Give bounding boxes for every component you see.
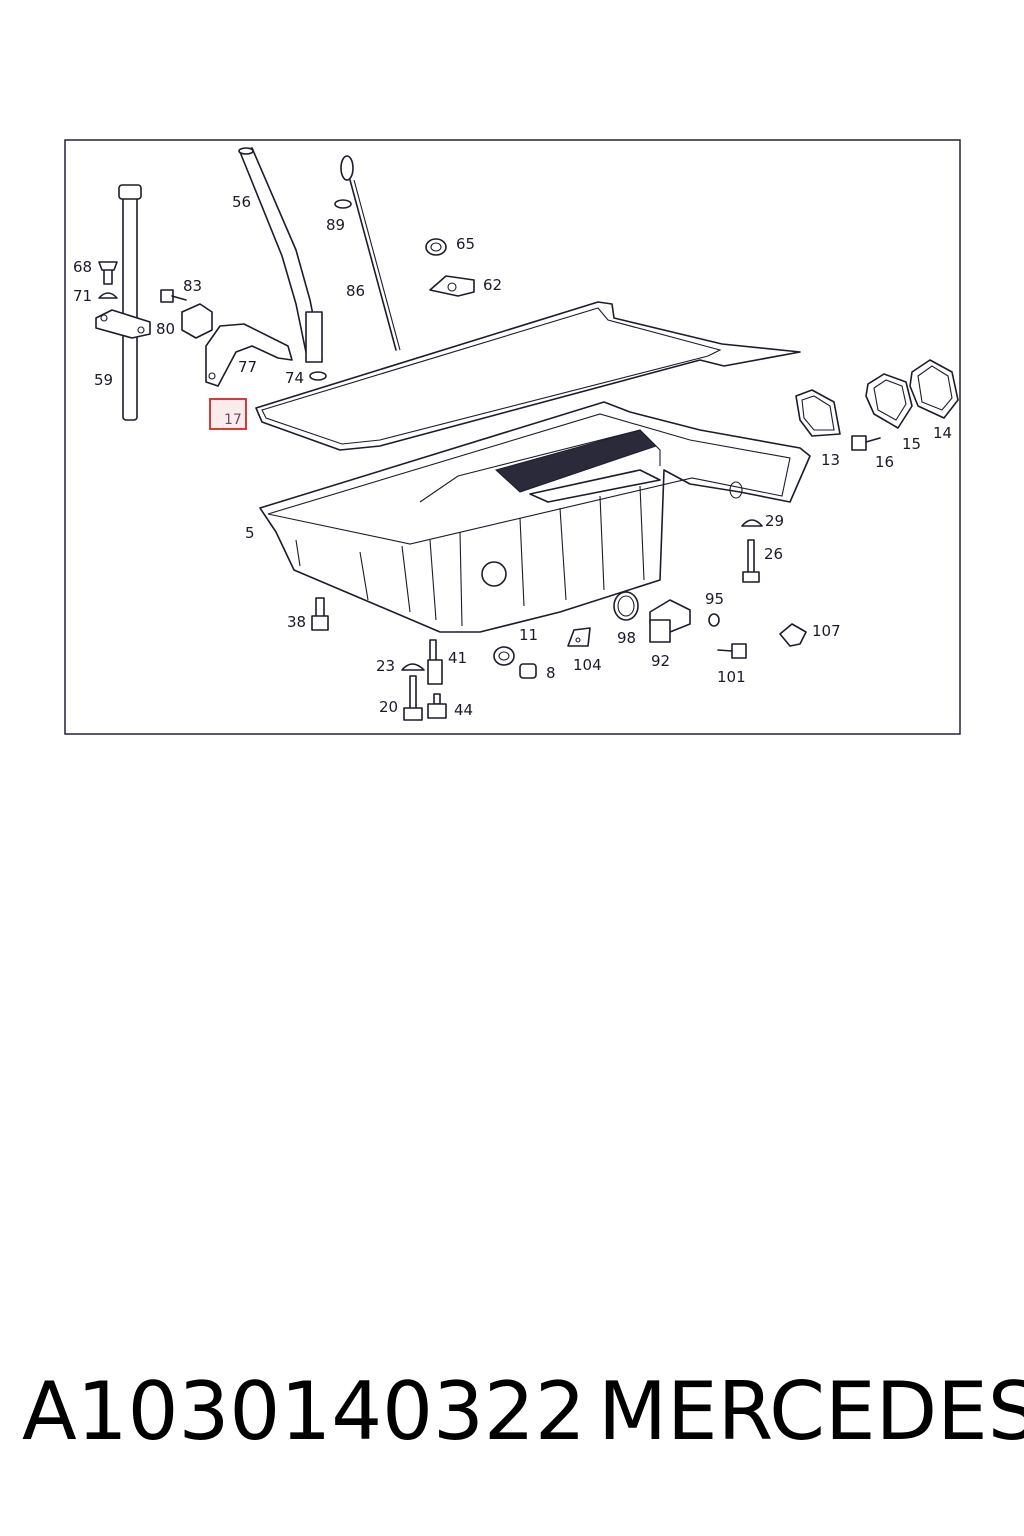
label-89[interactable]: 89 [326,216,345,234]
part-code: A1030140322 [22,1365,586,1458]
label-14[interactable]: 14 [933,424,952,442]
label-5[interactable]: 5 [245,524,255,542]
label-20[interactable]: 20 [379,698,398,716]
label-62[interactable]: 62 [483,276,502,294]
label-41[interactable]: 41 [448,649,467,667]
grommet-part [425,238,475,297]
dipstick-part [334,155,401,351]
parts-diagram: 56 89 65 68 83 86 62 71 80 77 59 74 17 1… [64,139,961,735]
label-8[interactable]: 8 [546,664,556,682]
bracket-parts [160,289,327,387]
label-95[interactable]: 95 [705,590,724,608]
label-38[interactable]: 38 [287,613,306,631]
oil-pan-part [259,401,811,633]
label-77[interactable]: 77 [238,358,257,376]
highlight-box-17 [209,398,247,430]
fastener-parts-lower-left [401,639,447,721]
diagram-frame [64,139,961,735]
label-98[interactable]: 98 [617,629,636,647]
label-23[interactable]: 23 [376,657,395,675]
guide-tube-part [238,147,323,363]
label-16[interactable]: 16 [875,453,894,471]
sensor-parts [613,591,807,659]
part-number-labels: 56 89 65 68 83 86 62 71 80 77 59 74 17 1… [73,193,952,719]
clip-part-104 [567,627,591,647]
drain-plug-parts [493,646,537,679]
brand-name: MERCEDES [598,1365,1024,1458]
label-83[interactable]: 83 [183,277,202,295]
label-13[interactable]: 13 [821,451,840,469]
label-65[interactable]: 65 [456,235,475,253]
bolt-parts-29-26 [741,519,763,583]
label-86[interactable]: 86 [346,282,365,300]
label-74[interactable]: 74 [285,369,304,387]
label-56[interactable]: 56 [232,193,251,211]
label-92[interactable]: 92 [651,652,670,670]
label-17[interactable]: 17 [224,412,242,428]
cover-parts [795,359,959,451]
label-107[interactable]: 107 [812,622,841,640]
label-68[interactable]: 68 [73,258,92,276]
bolt-part-38 [311,597,329,631]
label-104[interactable]: 104 [573,656,602,674]
label-71[interactable]: 71 [73,287,92,305]
label-26[interactable]: 26 [764,545,783,563]
gasket-part [255,301,801,451]
label-59[interactable]: 59 [94,371,113,389]
label-11[interactable]: 11 [519,626,538,644]
label-101[interactable]: 101 [717,668,746,686]
label-44[interactable]: 44 [454,701,473,719]
label-29[interactable]: 29 [765,512,784,530]
label-80[interactable]: 80 [156,320,175,338]
dipstick-tube-part [95,184,151,421]
label-15[interactable]: 15 [902,435,921,453]
